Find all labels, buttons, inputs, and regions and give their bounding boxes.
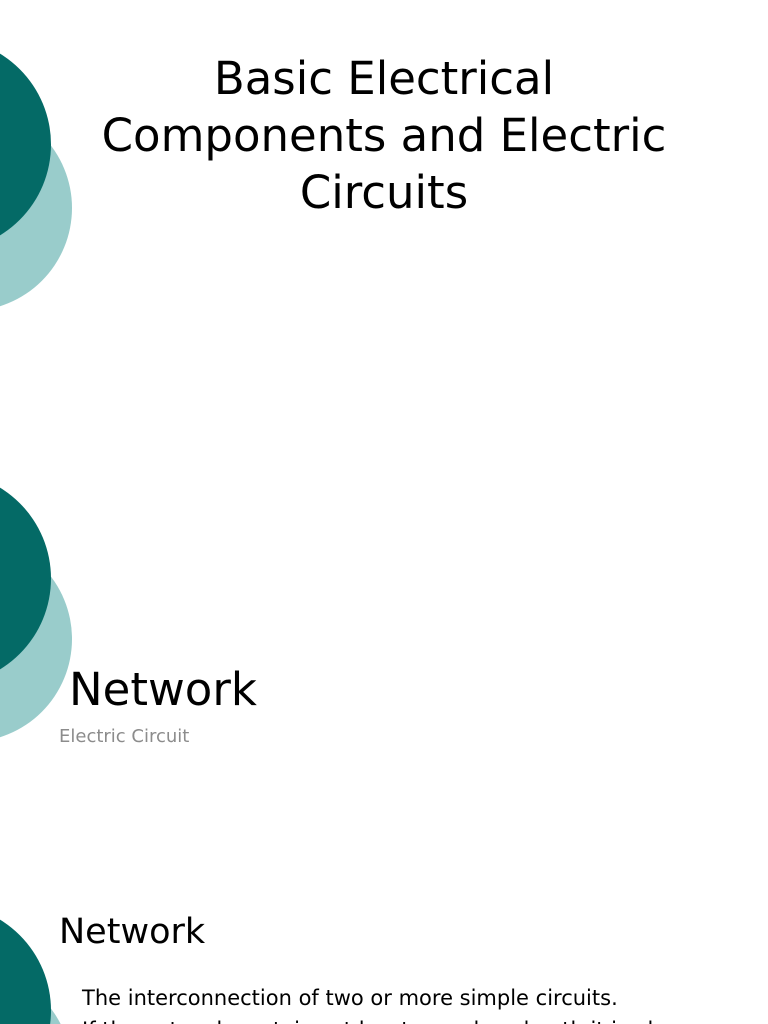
slide-content: Network The interconnection of two or mo… [0, 864, 768, 1024]
slide-title: Basic Electrical Components and Electric… [0, 0, 768, 432]
slide-section-header: Network Electric Circuit [0, 432, 768, 864]
section-title: Network [69, 663, 257, 716]
bullet-item: The interconnection of two or more simpl… [82, 986, 618, 1010]
bullet-list: The interconnection of two or more simpl… [82, 982, 762, 1024]
presentation-title: Basic Electrical Components and Electric… [101, 52, 667, 219]
section-subtitle: Electric Circuit [59, 726, 190, 747]
content-title: Network [59, 912, 206, 952]
decorative-circle-dark [0, 904, 51, 1024]
bullet-item: If the network contains at least one clo… [82, 1014, 762, 1024]
